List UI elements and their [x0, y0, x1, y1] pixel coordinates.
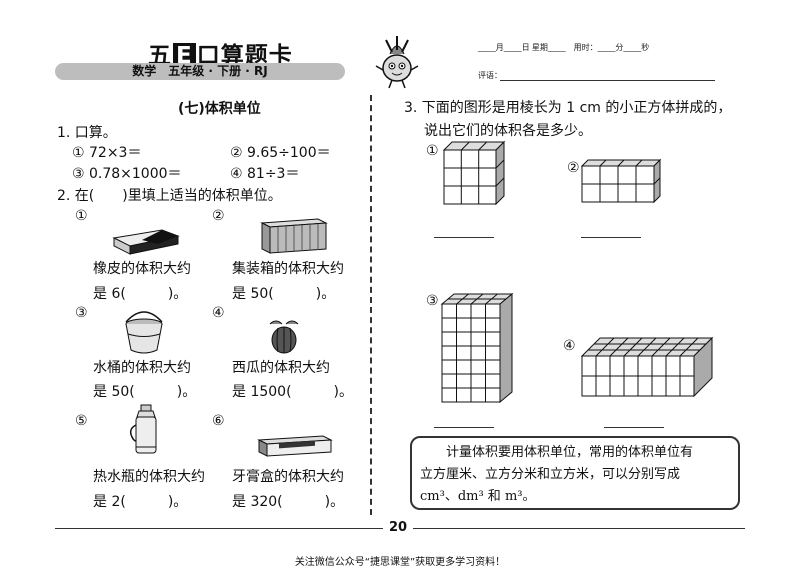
cube-figure-4 — [580, 336, 714, 398]
q2-num-4: ④ — [212, 305, 225, 321]
q2-3-line2[interactable]: 是 50( )。 — [93, 384, 197, 400]
section-title: (七)体积单位 — [178, 101, 261, 117]
container-icon — [260, 218, 328, 254]
q2-num-2: ② — [212, 208, 225, 224]
q2-label: 2. 在( )里填上适当的体积单位。 — [57, 188, 282, 204]
q2-4-line1: 西瓜的体积大约 — [232, 360, 330, 376]
q1-item-2[interactable]: ② 9.65÷100＝ — [230, 145, 331, 161]
q2-5-line2[interactable]: 是 2( )。 — [93, 494, 188, 510]
q2-2-line1: 集装箱的体积大约 — [232, 261, 344, 277]
q3-num-4: ④ — [563, 338, 576, 354]
q2-1-line2[interactable]: 是 6( )。 — [93, 286, 188, 302]
eraser-icon — [112, 229, 180, 255]
tip-box: 计量体积要用体积单位，常用的体积单位有 立方厘米、立方分米和立方米，可以分别写成… — [410, 436, 740, 510]
q1-item-1[interactable]: ① 72×3＝ — [72, 145, 142, 161]
tip-line-2: 立方厘米、立方分米和立方米，可以分别写成 — [420, 467, 681, 482]
comment-label: 评语： — [478, 71, 502, 80]
toothpaste-box-icon — [257, 435, 333, 457]
q2-2-line2[interactable]: 是 50( )。 — [232, 286, 336, 302]
q2-3-line1: 水桶的体积大约 — [93, 360, 191, 376]
q2-6-line2[interactable]: 是 320( )。 — [232, 494, 345, 510]
comment-line[interactable] — [500, 80, 715, 81]
mascot-icon — [375, 36, 419, 89]
q2-4-line2[interactable]: 是 1500( )。 — [232, 384, 354, 400]
q2-num-3: ③ — [75, 305, 88, 321]
cube-figure-2 — [580, 158, 662, 204]
q2-6-line1: 牙膏盒的体积大约 — [232, 469, 344, 485]
q1-item-3[interactable]: ③ 0.78×1000＝ — [72, 166, 182, 182]
subject-grade-bar: 数学 五年级 · 下册 · RJ — [55, 63, 345, 80]
q2-5-line1: 热水瓶的体积大约 — [93, 469, 205, 485]
footer-text: 关注微信公众号“捷思课堂”获取更多学习资料！ — [294, 557, 506, 568]
q1-label: 1. 口算。 — [57, 125, 117, 141]
tip-line-1: 计量体积要用体积单位，常用的体积单位有 — [446, 445, 694, 460]
tip-line-3: cm³、dm³ 和 m³。 — [420, 489, 536, 504]
q2-num-6: ⑥ — [212, 413, 225, 429]
q3-answer-1[interactable] — [434, 236, 494, 238]
bucket-icon — [125, 311, 163, 354]
cube-figure-1 — [442, 140, 506, 206]
thermos-icon — [129, 404, 157, 454]
date-time-line: ____月____日 星期____ 用时：____分____秒 — [478, 43, 650, 52]
cube-figure-3 — [440, 292, 514, 404]
q3-answer-2[interactable] — [581, 236, 641, 238]
q3-num-2: ② — [567, 160, 580, 176]
q1-item-4[interactable]: ④ 81÷3＝ — [230, 166, 300, 182]
watermelon-icon — [269, 320, 299, 354]
q3-answer-3[interactable] — [434, 426, 494, 428]
q3-num-3: ③ — [426, 293, 439, 309]
q3-answer-4[interactable] — [604, 426, 664, 428]
q3-num-1: ① — [426, 143, 439, 159]
q2-num-1: ① — [75, 208, 88, 224]
q3-label-line2: 说出它们的体积各是多少。 — [424, 123, 592, 139]
q2-1-line1: 橡皮的体积大约 — [93, 261, 191, 277]
column-divider — [370, 95, 372, 515]
q3-label-line1: 3. 下面的图形是用棱长为 1 cm 的小正方体拼成的， — [404, 100, 732, 116]
page-number: 20 — [383, 520, 413, 538]
q2-num-5: ⑤ — [75, 413, 88, 429]
